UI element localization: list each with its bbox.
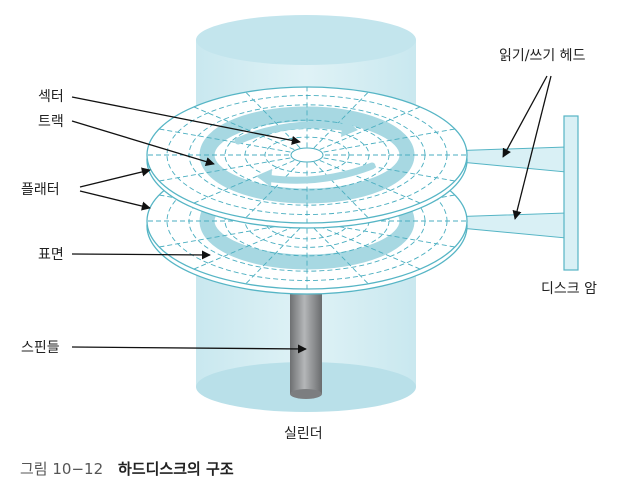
platter-upper xyxy=(146,86,468,229)
rotation-arc-upper xyxy=(234,121,352,145)
caption-number: 그림 10−12 xyxy=(20,460,103,478)
label-disk-arm: 디스크 암 xyxy=(541,281,597,297)
labels: 섹터 트랙 플래터 표면 스핀들 실린더 읽기/쓰기 헤드 디스크 암 xyxy=(21,48,597,442)
platters xyxy=(146,86,468,295)
spindle-shaft xyxy=(290,292,322,394)
head-leader-lower xyxy=(512,75,552,220)
cylinder-top xyxy=(196,15,416,65)
platter-upper-sector-line-3 xyxy=(313,161,369,219)
platter-lower-sector-line-1 xyxy=(323,223,455,248)
disk-arm xyxy=(563,115,579,271)
label-read-write-head: 읽기/쓰기 헤드 xyxy=(499,48,586,64)
label-surface: 표면 xyxy=(38,247,64,263)
platter-lower-sector-line-6 xyxy=(193,225,295,270)
platter-lower-sector-line-2 xyxy=(319,225,421,270)
rotation-arrowhead-upper xyxy=(341,118,358,137)
platter-upper-sector-line-2 xyxy=(319,159,421,204)
platter-upper-sector-line-14 xyxy=(319,106,421,151)
platter-lower-sector-line-7 xyxy=(159,223,291,248)
platter-leader-lower xyxy=(79,190,151,211)
figure-caption: 그림 10−12 하드디스크의 구조 xyxy=(20,460,234,478)
caption-title: 하드디스크의 구조 xyxy=(118,460,234,478)
platter-upper-sector-line-1 xyxy=(323,157,455,182)
platter-upper-sector-line-6 xyxy=(193,159,295,204)
platter-upper-sector-line-11 xyxy=(245,91,301,149)
spindle-leader xyxy=(71,344,307,354)
platter-leader-upper xyxy=(79,167,151,188)
rotation-arc-lower xyxy=(262,162,376,184)
label-cylinder: 실린더 xyxy=(284,426,323,442)
surface-leader xyxy=(71,250,211,260)
sector-leader xyxy=(71,96,301,145)
head-leader-upper xyxy=(502,75,548,158)
rotation-arrowhead-lower xyxy=(256,169,272,187)
platter-lower-sector-line-3 xyxy=(313,227,369,285)
label-platter: 플래터 xyxy=(21,182,60,198)
platter-upper-sector-line-13 xyxy=(313,91,369,149)
leader-lines xyxy=(71,75,552,354)
platter-upper-sector-line-10 xyxy=(193,106,295,151)
track-leader xyxy=(71,120,215,166)
platter-upper-sector-line-9 xyxy=(159,128,291,153)
label-spindle: 스핀들 xyxy=(21,340,60,356)
label-track: 트랙 xyxy=(38,114,64,130)
platter-upper-sector-line-7 xyxy=(159,157,291,182)
label-sector: 섹터 xyxy=(38,89,64,105)
platter-upper-hub xyxy=(290,147,324,163)
platter-upper-sector-line-5 xyxy=(245,161,301,219)
spindle-base xyxy=(290,389,322,399)
spindle xyxy=(290,292,322,399)
platter-upper-sector-line-15 xyxy=(323,128,455,153)
platter-lower-sector-line-5 xyxy=(245,227,301,285)
